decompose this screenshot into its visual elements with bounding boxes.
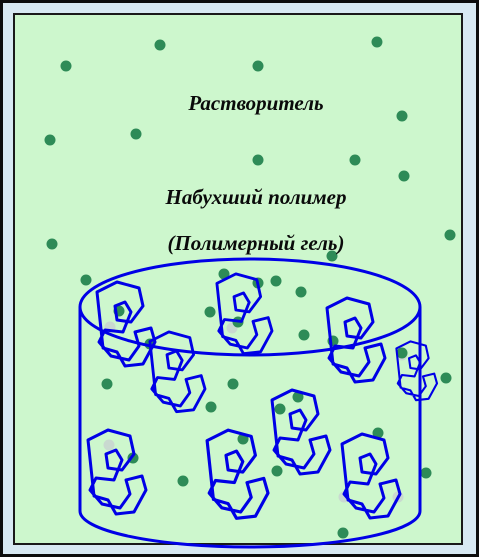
polymer-coil-icon	[395, 340, 439, 402]
solvent-molecule	[420, 467, 432, 479]
solvent-molecule-faint	[103, 439, 115, 451]
solvent-molecule	[204, 306, 216, 318]
solvent-molecule	[440, 372, 452, 384]
polymer-coil-icon	[205, 428, 270, 520]
solvent-molecule	[396, 110, 408, 122]
cylinder-body	[78, 307, 422, 549]
solvent-molecule	[396, 347, 408, 359]
solvent-molecule	[227, 378, 239, 390]
solvent-molecule	[101, 378, 113, 390]
solvent-molecule	[271, 465, 283, 477]
polymer-coil-icon	[148, 330, 207, 414]
solvent-molecule	[80, 274, 92, 286]
polymer-coil-icon	[95, 280, 157, 368]
solvent-molecule	[270, 275, 282, 287]
solvent-molecule	[154, 39, 166, 51]
solvent-molecule	[292, 391, 304, 403]
solvent-molecule	[372, 427, 384, 439]
solvent-molecule	[218, 268, 230, 280]
solvent-molecule	[371, 36, 383, 48]
cylinder-icon	[78, 257, 422, 549]
polymer-coil-icon	[270, 388, 332, 476]
solvent-molecules	[44, 36, 456, 539]
solvent-molecule	[274, 403, 286, 415]
solvent-molecule	[337, 527, 349, 539]
solvent-molecule	[44, 134, 56, 146]
solvent-molecule	[130, 128, 142, 140]
solvent-molecule	[298, 329, 310, 341]
solvent-molecule	[177, 475, 189, 487]
polymer-coil-icon	[86, 428, 148, 516]
polymer-coil-icon	[215, 272, 274, 356]
solvent-molecule	[295, 286, 307, 298]
polymer-coil-icon	[325, 296, 387, 384]
polymer-coil-icon	[340, 432, 402, 520]
solvent-molecule	[60, 60, 72, 72]
solvent-molecule	[398, 170, 410, 182]
solvent-molecule	[326, 250, 338, 262]
gel-label-line1: Набухший полимер	[164, 185, 346, 209]
solvent-molecule	[46, 238, 58, 250]
polymer-chains	[86, 272, 439, 520]
gel-label-line2: (Полимерный гель)	[167, 231, 344, 255]
solvent-molecule	[252, 154, 264, 166]
solvent-molecule	[444, 229, 456, 241]
solvent-molecule	[349, 154, 361, 166]
solvent-molecule	[205, 401, 217, 413]
cylinder-top	[78, 257, 422, 357]
solvent-label: Растворитель	[187, 91, 323, 115]
solvent-molecule	[252, 60, 264, 72]
